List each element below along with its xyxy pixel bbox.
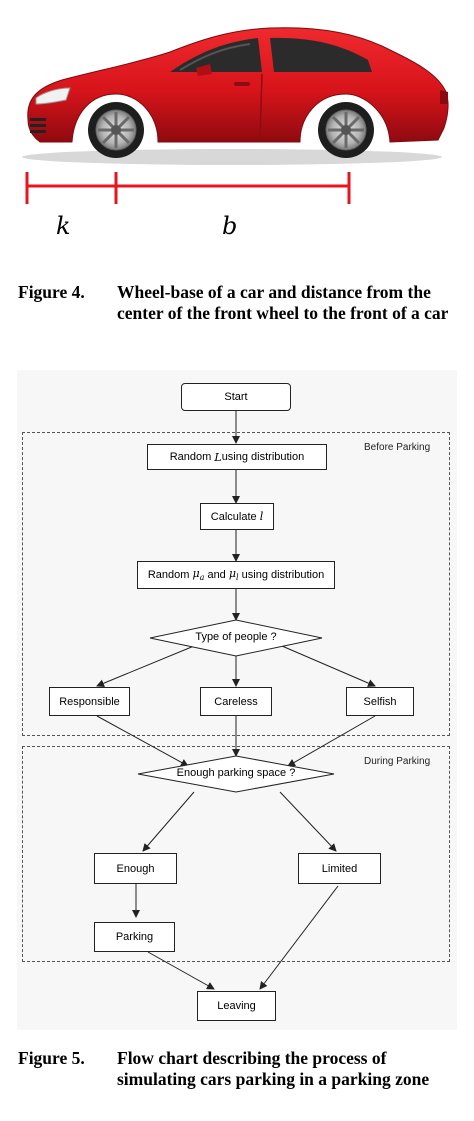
var-L: L: [214, 450, 222, 464]
node-calculate-l: Calculate l: [200, 503, 274, 530]
arrow-space-enough: [142, 791, 195, 852]
node-random-L: Random L using distribution: [147, 444, 327, 470]
figure5-caption: Figure 5. Flow chart describing the proc…: [18, 1048, 458, 1114]
front-wheel: [88, 102, 144, 158]
node-careless: Careless: [200, 687, 272, 716]
caption-text: Flow chart describing the process of sim…: [117, 1048, 430, 1089]
caption-number: Figure 5.: [18, 1048, 85, 1068]
node-limited: Limited: [298, 853, 381, 884]
node-random-mu: Random μa and μl using distribution: [137, 561, 335, 589]
label-enough-space: Enough parking space ?: [176, 767, 296, 779]
node-leaving: Leaving: [197, 991, 276, 1021]
text: Calculate: [210, 510, 257, 523]
var-l: l: [259, 510, 264, 523]
caption-number: Figure 4.: [18, 282, 85, 302]
label-k: k: [56, 212, 71, 240]
text: using distribution: [221, 451, 305, 463]
region-before-label: Before Parking: [364, 442, 431, 453]
node-selfish: Selfish: [346, 687, 414, 716]
node-parking: Parking: [94, 922, 175, 952]
rear-wheel: [318, 102, 374, 158]
arrow-type-selfish: [281, 645, 376, 687]
arrow-type-responsible: [96, 645, 195, 688]
arrow-selfish-space: [287, 715, 376, 767]
label-type-of-people: Type of people ?: [195, 631, 277, 643]
car-illustration: [22, 27, 449, 204]
arrow-space-limited: [279, 791, 337, 852]
car-window-rear: [270, 37, 372, 72]
figure4-caption: Figure 4. Wheel-base of a car and distan…: [18, 282, 458, 348]
node-responsible: Responsible: [49, 687, 130, 716]
text: using distribution: [238, 569, 325, 581]
decision-enough-space: [137, 755, 335, 793]
label-b: b: [222, 212, 238, 240]
decision-type-of-people: [149, 619, 323, 657]
measurement-bar: [25, 172, 351, 204]
text: Random: [147, 569, 190, 581]
node-enough: Enough: [94, 853, 177, 884]
arrow-parking-leaving: [147, 951, 215, 990]
var-mu-l: μl: [228, 567, 239, 583]
var-mu-a: μa: [192, 567, 205, 583]
caption-text: Wheel-base of a car and distance from th…: [117, 282, 449, 323]
arrow-responsible-space: [96, 715, 189, 767]
text: and: [204, 569, 229, 581]
text: Random: [169, 451, 212, 463]
car-headlight: [35, 87, 71, 105]
arrow-limited-leaving: [259, 885, 339, 990]
region-during-label: During Parking: [364, 756, 431, 767]
node-start: Start: [181, 383, 291, 411]
car-taillight: [440, 90, 448, 104]
